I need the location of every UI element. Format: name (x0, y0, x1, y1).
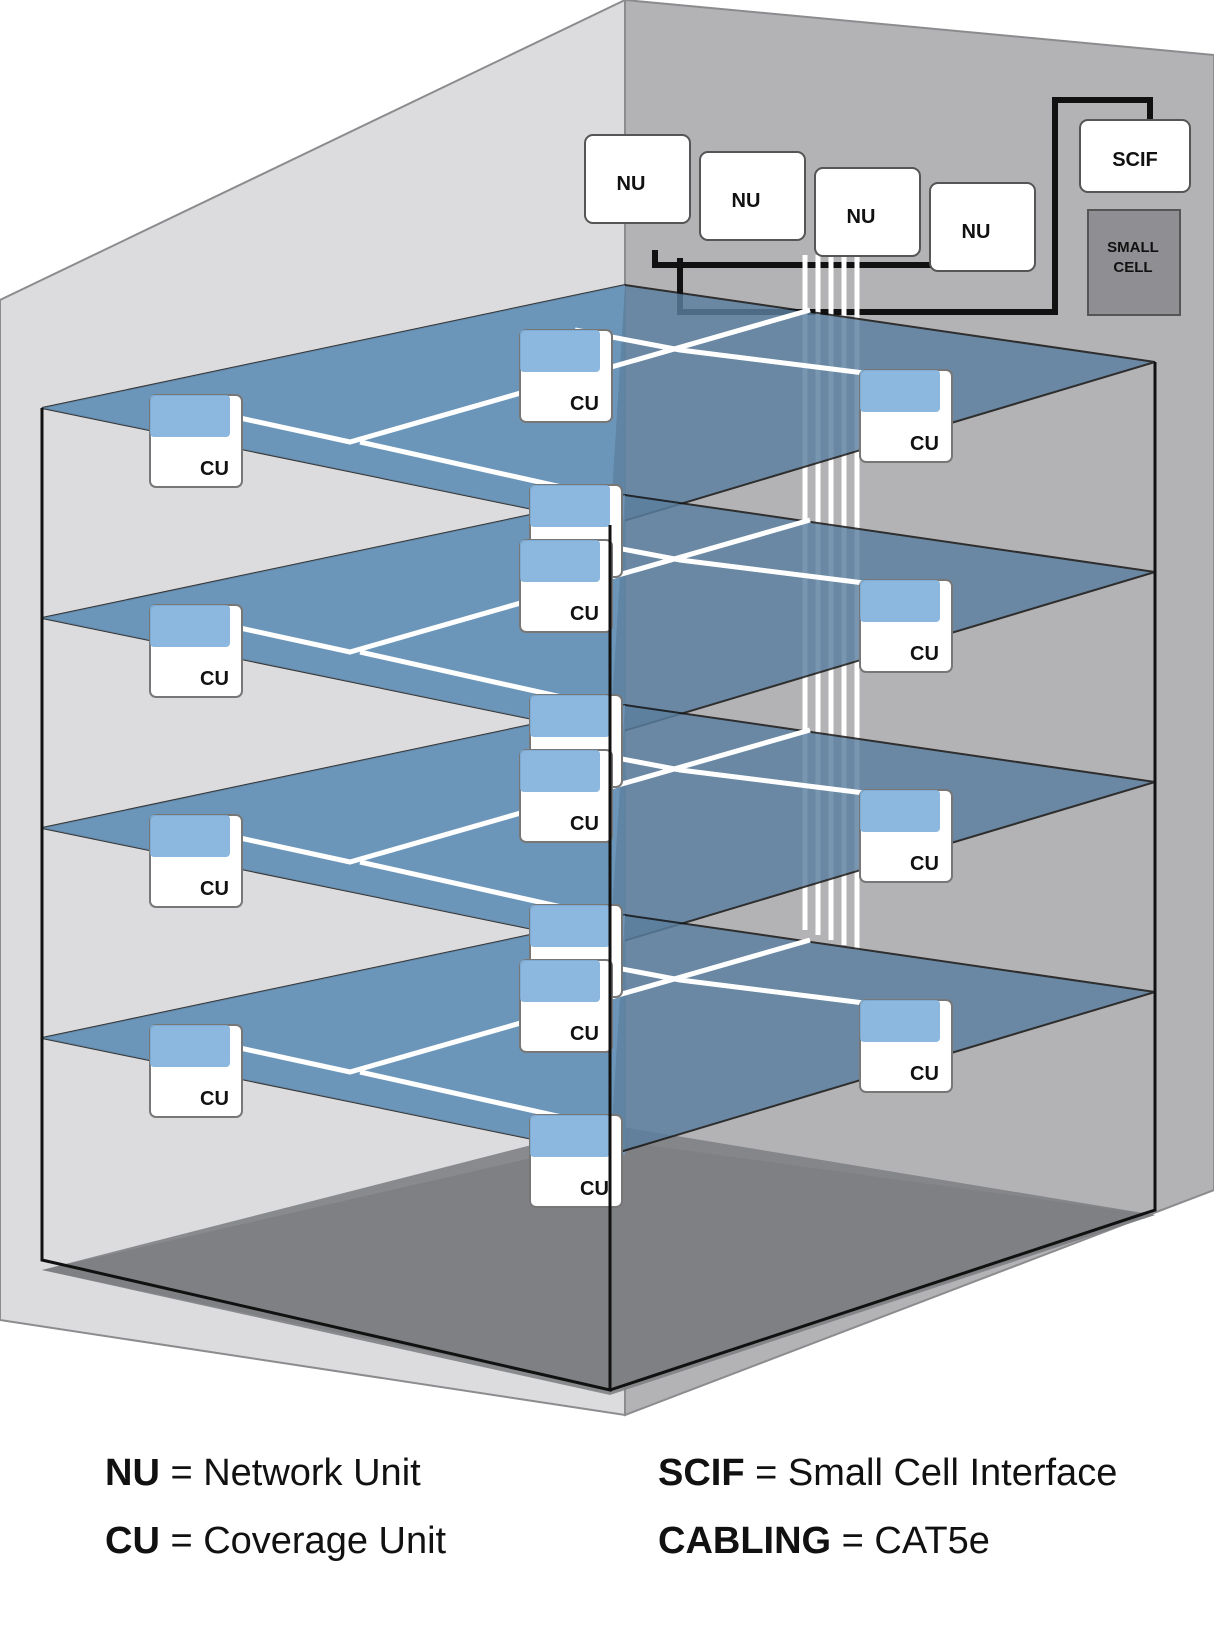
building-diagram: CUCUCUCUCUCUCUCUCUCUCUCUCUCUCUCU NUNUNUN… (0, 0, 1214, 1417)
building-frame (40, 362, 1157, 1392)
coverage-unit: CU (859, 579, 953, 673)
cu-label: CU (910, 1063, 939, 1085)
legend-cu: CU = Coverage Unit (105, 1520, 446, 1563)
coverage-unit: CU (859, 789, 953, 883)
legend-cu-abbr: CU (105, 1520, 160, 1562)
coverage-unit: CU (859, 999, 953, 1093)
coverage-unit: CU (519, 749, 613, 843)
network-units: NU NU NU NU (584, 134, 1036, 272)
cu-label: CU (570, 393, 599, 415)
legend-scif: SCIF = Small Cell Interface (658, 1452, 1117, 1495)
network-unit: NU (814, 167, 921, 257)
cu-label: CU (910, 433, 939, 455)
cu-label: CU (200, 1088, 229, 1110)
coverage-units: CUCUCUCUCUCUCUCUCUCUCUCUCUCUCUCU (149, 329, 953, 1208)
small-cell-label-line2: CELL (1113, 259, 1152, 276)
coverage-unit: CU (519, 959, 613, 1053)
cu-label: CU (200, 878, 229, 900)
nu-label: NU (732, 190, 761, 212)
floor-slabs (41, 283, 1156, 1157)
small-cell-label-line1: SMALL (1107, 239, 1159, 256)
legend-scif-text: = Small Cell Interface (744, 1452, 1118, 1494)
coverage-unit: CU (859, 369, 953, 463)
cu-label: CU (570, 603, 599, 625)
cu-label: CU (910, 853, 939, 875)
cu-label: CU (200, 458, 229, 480)
legend-nu: NU = Network Unit (105, 1452, 421, 1495)
coverage-unit: CU (519, 329, 613, 423)
legend-cabling: CABLING = CAT5e (658, 1520, 990, 1563)
scif-unit: SCIF (1079, 119, 1191, 193)
coverage-unit: CU (149, 1024, 243, 1118)
cu-label: CU (570, 813, 599, 835)
network-unit: NU (584, 134, 691, 224)
floor-slab-front (42, 495, 625, 735)
legend-nu-text: = Network Unit (159, 1452, 421, 1494)
network-unit: NU (699, 151, 806, 241)
nu-label: NU (617, 173, 646, 195)
back-floor (42, 1125, 1155, 1395)
floor-slab-front (42, 915, 625, 1155)
cu-label: CU (200, 668, 229, 690)
legend-cabling-abbr: CABLING (658, 1520, 832, 1562)
floor-slab-front (42, 285, 625, 525)
cu-label: CU (570, 1023, 599, 1045)
legend-scif-abbr: SCIF (658, 1452, 745, 1494)
nu-label: NU (962, 221, 991, 243)
coverage-unit: CU (519, 539, 613, 633)
cu-label: CU (910, 643, 939, 665)
legend-nu-abbr: NU (105, 1452, 160, 1494)
coverage-unit: CU (529, 1114, 623, 1208)
cu-label: CU (580, 1178, 609, 1200)
small-cell-unit: SMALL CELL (1087, 209, 1181, 316)
network-unit: NU (929, 182, 1036, 272)
nu-label: NU (847, 206, 876, 228)
floor-slab-front (42, 705, 625, 945)
scif-label: SCIF (1112, 149, 1158, 171)
coverage-unit: CU (149, 814, 243, 908)
coverage-unit: CU (149, 604, 243, 698)
legend-cu-text: = Coverage Unit (159, 1520, 447, 1562)
coverage-unit: CU (149, 394, 243, 488)
legend-cabling-text: = CAT5e (831, 1520, 990, 1562)
